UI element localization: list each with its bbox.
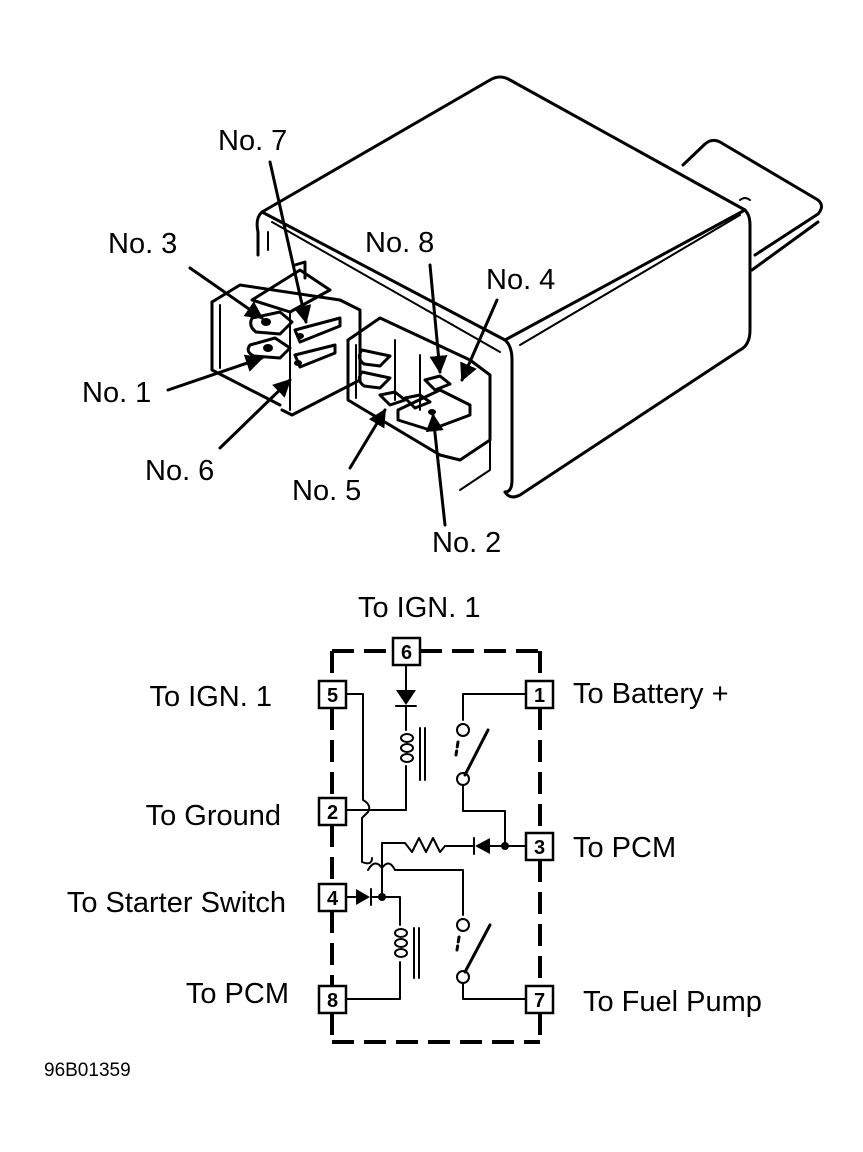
pin-number: 2 (327, 802, 338, 824)
terminal-1: 1 (524, 679, 555, 710)
terminal-6: 6 (391, 636, 422, 667)
callout-no1: No. 1 (82, 377, 151, 409)
terminal-7: 7 (524, 984, 555, 1015)
label-pin5: To IGN. 1 (150, 681, 273, 713)
label-pin2: To Ground (146, 800, 281, 832)
arrow-no4 (460, 298, 499, 382)
terminal-2: 2 (317, 796, 348, 827)
pin-number: 1 (534, 685, 545, 707)
callout-no5: No. 5 (292, 475, 361, 507)
pin-number: 4 (327, 888, 339, 910)
connector-right (346, 316, 492, 462)
top-label-ign1: To IGN. 1 (358, 592, 481, 624)
arrow-no5 (348, 408, 387, 470)
callout-arrows (166, 160, 499, 527)
arrow-no3 (188, 266, 264, 320)
label-pin4: To Starter Switch (67, 887, 286, 919)
pin-number: 5 (327, 685, 338, 707)
terminal-3: 3 (524, 831, 555, 862)
callout-no3: No. 3 (108, 228, 177, 260)
pin-number: 8 (327, 990, 338, 1012)
arrow-no7 (268, 160, 312, 324)
enclosure-outline (330, 649, 542, 1044)
callout-no2: No. 2 (432, 527, 501, 559)
callout-no4: No. 4 (486, 264, 555, 296)
coil-2 (394, 927, 420, 979)
callout-no6: No. 6 (145, 455, 214, 487)
diode-ign (396, 690, 416, 705)
diode-starter (356, 889, 370, 905)
pin-number: 6 (401, 642, 412, 664)
connector-left (210, 260, 362, 417)
arrow-no6 (218, 378, 292, 450)
terminal-4: 4 (317, 882, 348, 913)
resistor (381, 837, 475, 898)
pin-number: 3 (534, 837, 545, 859)
callout-no7: No. 7 (218, 125, 287, 157)
coil-1 (400, 727, 426, 781)
pin-number: 7 (534, 990, 545, 1012)
arrow-no2 (425, 413, 447, 527)
label-pin8: To PCM (186, 978, 289, 1010)
label-pin3: To PCM (573, 832, 676, 864)
label-pin7: To Fuel Pump (583, 986, 762, 1018)
diode-pcm (475, 838, 490, 854)
terminal-5: 5 (317, 679, 348, 710)
arrow-no1 (166, 354, 264, 392)
callout-no8: No. 8 (365, 227, 434, 259)
figure-code: 96B01359 (44, 1060, 131, 1081)
terminal-8: 8 (317, 984, 348, 1015)
label-pin1: To Battery + (573, 678, 729, 710)
wiring (345, 664, 527, 1000)
schematic: To IGN. 1 (67, 592, 762, 1044)
arrow-no8 (428, 263, 448, 374)
callout-labels: No. 7 No. 3 No. 8 No. 4 No. 1 No. 6 No. … (82, 125, 555, 559)
